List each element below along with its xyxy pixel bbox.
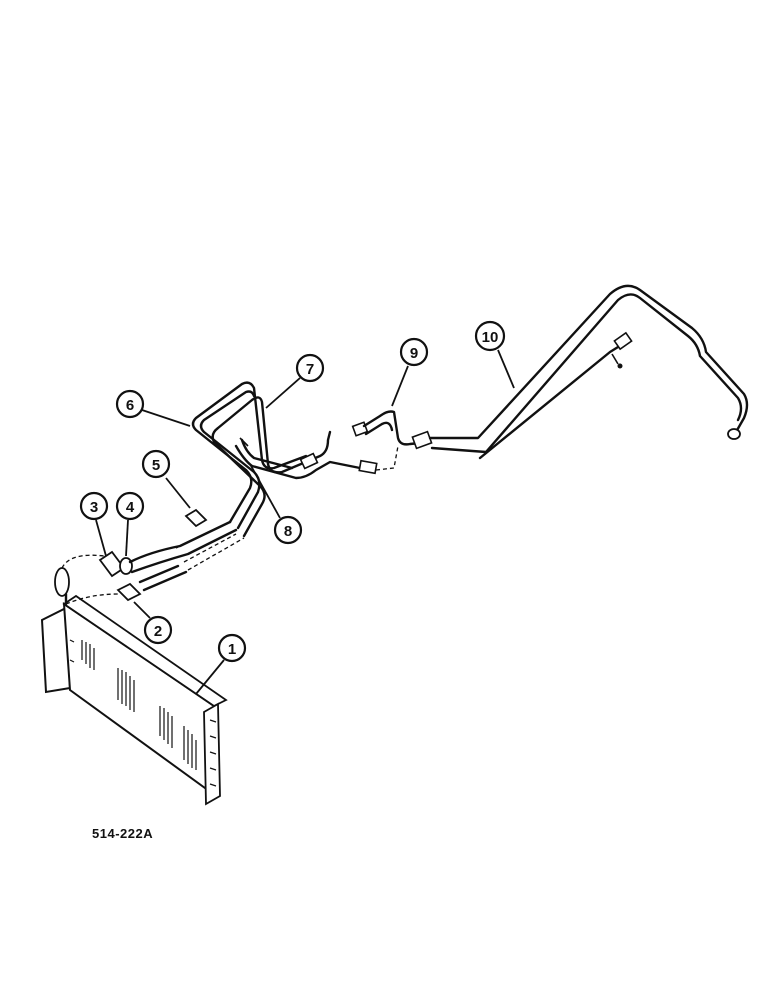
callout-2: 2 [133,601,173,645]
callout-1: 1 [195,633,247,695]
callout-1-label: 1 [228,641,236,658]
callout-10-label: 10 [482,329,499,346]
tube-bundle [191,381,378,538]
callout-9: 9 [391,337,429,407]
callout-4: 4 [115,491,145,557]
callout-7-label: 7 [306,361,314,378]
callout-6: 6 [115,389,191,427]
callout-8: 8 [249,463,303,545]
callout-3-label: 3 [90,499,98,516]
tube-9 [351,410,432,471]
callout-2-label: 2 [154,623,162,640]
callout-5-label: 5 [152,457,160,474]
heat-exchanger-core [40,567,228,806]
callout-6-label: 6 [126,397,134,414]
callout-5: 5 [141,449,191,509]
hose-assemblies [61,508,245,605]
callout-7: 7 [265,353,325,409]
callout-3: 3 [79,491,109,557]
callout-8-label: 8 [284,523,292,540]
tube-10 [411,284,749,460]
callout-10: 10 [474,320,515,389]
callout-9-label: 9 [410,345,418,362]
drawing-number: 514-222A [92,826,154,841]
callout-4-label: 4 [126,499,135,516]
